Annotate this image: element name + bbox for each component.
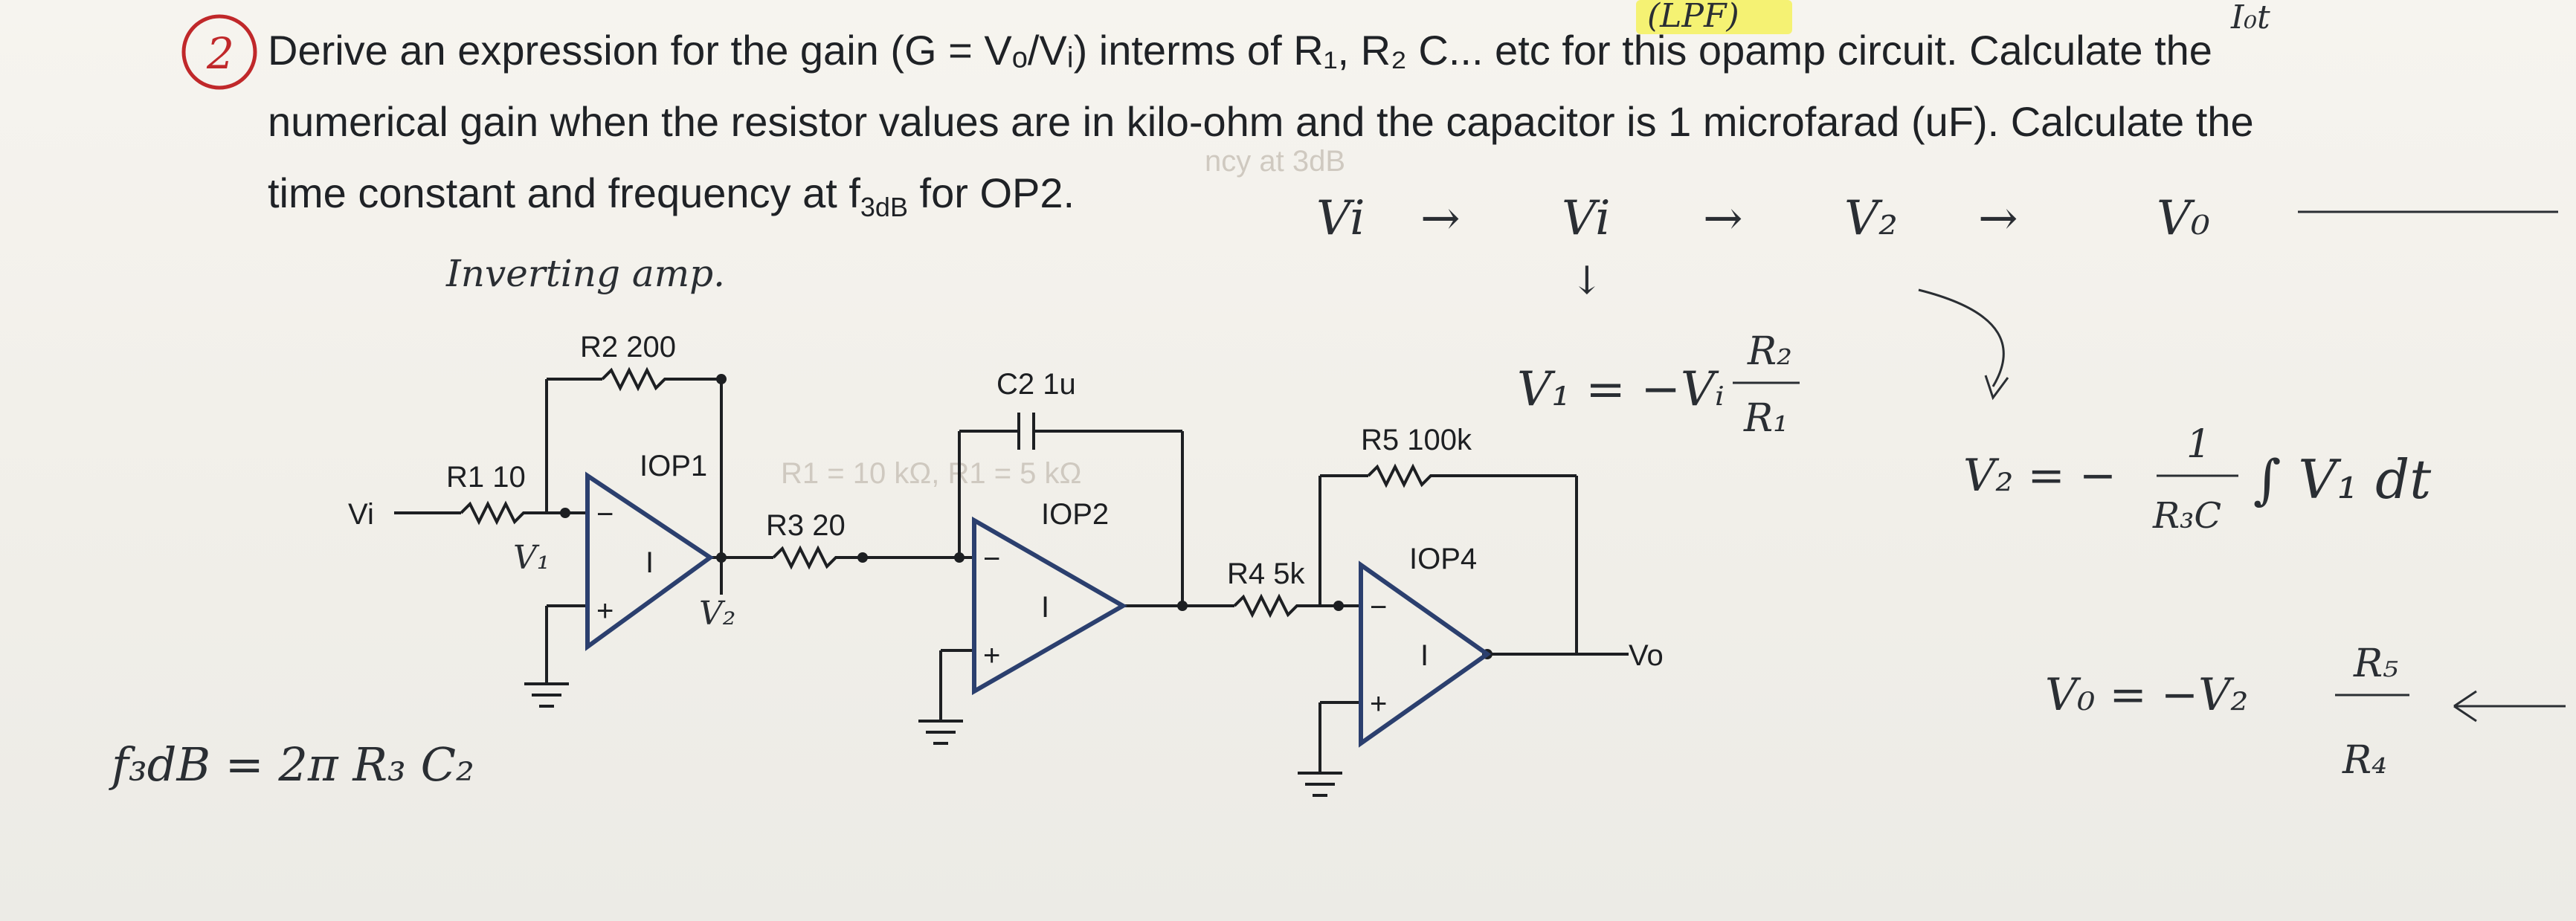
opamp-iop4-icon <box>1359 560 1492 748</box>
inverting-amp-note: Inverting amp. <box>445 252 725 295</box>
iop2-label: IOP2 <box>1041 498 1109 531</box>
iop1-minus: − <box>596 498 614 531</box>
r5-resistor-icon <box>1367 463 1577 488</box>
flow-vi-1: Vi <box>1316 191 1365 246</box>
opamp-iop2: − + I <box>972 516 1128 696</box>
v2-fraction-den: R₃C <box>2152 495 2221 537</box>
iop4-label: IOP4 <box>1409 543 1477 575</box>
r2-label: R2 200 <box>580 331 676 363</box>
corner-note: I₀t <box>2230 0 2270 36</box>
node-v1-label: V₁ <box>513 539 550 577</box>
question-line-1: Derive an expression for the gain (G = V… <box>268 27 2212 74</box>
ground-symbols <box>524 682 1342 797</box>
circuit-wires <box>394 366 1629 773</box>
iop1-label: IOP1 <box>640 450 707 482</box>
iop1-mark: I <box>645 546 654 579</box>
r1-label: R1 10 <box>446 461 526 494</box>
r3-label: R3 20 <box>766 509 846 542</box>
r4-resistor-icon <box>1233 593 1339 618</box>
question-line-3-end: for OP2. <box>907 169 1075 216</box>
v1-fraction-num: R₂ <box>1747 329 1792 374</box>
iop2-minus: − <box>983 543 1000 575</box>
down-arrow-1: ↓ <box>1571 259 1603 303</box>
question-number: 2 <box>206 28 234 79</box>
ghost-text-1: ncy at 3dB <box>1205 145 1345 178</box>
vo-fraction-num: R₅ <box>2353 642 2398 686</box>
r4-label: R4 5k <box>1227 558 1305 590</box>
opamp-iop4: − + I <box>1359 560 1492 748</box>
opamp-iop2-icon <box>972 516 1128 696</box>
r2-resistor-icon <box>601 366 721 392</box>
iop4-mark: I <box>1420 639 1429 672</box>
lpf-note: (LPF) <box>1647 0 1739 35</box>
iop4-plus: + <box>1370 688 1387 720</box>
iop1-plus: + <box>596 595 614 627</box>
input-label: Vi <box>348 498 374 531</box>
r3-resistor-icon <box>772 545 863 570</box>
hook-arrow-icon <box>1918 288 2005 387</box>
question-number-circle <box>181 14 257 90</box>
v2-integral: ∫ V₁ dt <box>2253 448 2432 511</box>
flow-row: Vi → Vi → V₂ → V₀ <box>1316 191 2210 246</box>
flow-arrow-2: → <box>1703 191 1743 246</box>
flow-vi-2: Vi <box>1562 191 1611 246</box>
iop2-plus: + <box>983 639 1000 672</box>
question-line-3: time constant and frequency at f3dB for … <box>268 165 1075 236</box>
c2-label: C2 1u <box>996 368 1076 401</box>
f3db-subscript: 3dB <box>860 192 908 223</box>
f3db-equation: f₃dB = 2π R₃ C₂ <box>109 737 474 792</box>
yellow-highlight <box>1636 0 1792 34</box>
question-line-3-start: time constant and frequency at f <box>268 169 860 216</box>
vo-equation: V₀ = −V₂ <box>2045 669 2248 721</box>
v1-fraction-den: R₁ <box>1743 396 1788 441</box>
opamp-iop1-icon <box>585 471 715 651</box>
v1-equation: V₁ = −Vᵢ <box>1517 362 1725 417</box>
iop4-minus: − <box>1370 591 1387 624</box>
flow-v2: V₂ <box>1844 191 1898 246</box>
opamp-iop1: − + I <box>585 471 715 651</box>
left-arrow-icon <box>2453 690 2566 723</box>
flow-arrow-1: → <box>1420 191 1461 246</box>
r1-resistor-icon <box>460 500 565 526</box>
v2-equation: V₂ = − <box>1963 450 2116 502</box>
flow-vo: V₀ <box>2157 191 2210 246</box>
r5-label: R5 100k <box>1361 424 1472 456</box>
v2-fraction-num: 1 <box>2186 422 2211 467</box>
flow-arrow-3: → <box>1978 191 2018 246</box>
question-line-2: numerical gain when the resistor values … <box>268 98 2254 145</box>
vo-fraction-den: R₄ <box>2342 738 2387 783</box>
iop2-mark: I <box>1041 591 1049 624</box>
ghost-text-2: R1 = 10 kΩ, R1 = 5 kΩ <box>781 457 1081 490</box>
node-v2-label: V₂ <box>699 595 735 633</box>
hook-arrowhead-icon <box>1984 375 2009 401</box>
output-label: Vo <box>1629 639 1664 672</box>
